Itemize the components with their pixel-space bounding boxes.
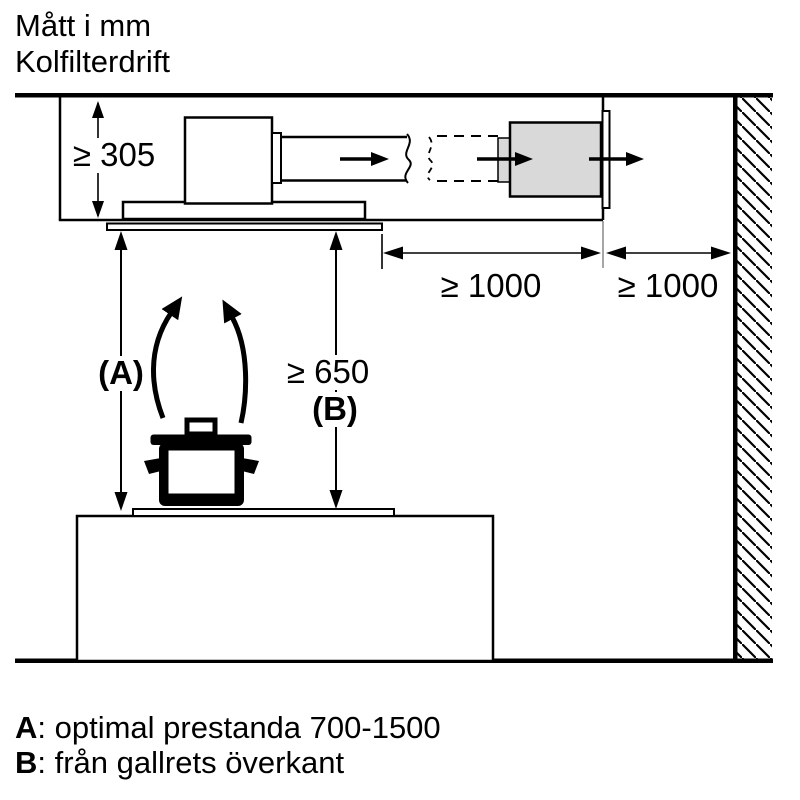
pot-handle-right (242, 458, 259, 474)
exhaust-duct-icon (281, 133, 499, 184)
pot-lid-knob (184, 417, 218, 437)
ceiling-hood-icon (106, 116, 383, 231)
wall-line (733, 93, 738, 663)
hood-motor-body (183, 116, 274, 205)
dim-1000-wall-label: ≥ 1000 (617, 267, 719, 304)
hatched-wall-icon (737, 97, 772, 659)
legend-line-a: A: optimal prestanda 700-1500 (15, 710, 441, 745)
legend-a-text: : optimal prestanda 700-1500 (37, 710, 441, 745)
hood-bottom-panel (106, 222, 383, 231)
page-title: Mått i mm Kolfilterdrift (15, 8, 170, 80)
kitchen-island (75, 508, 495, 663)
duct-connector (271, 132, 282, 184)
duct-dashed-break (426, 136, 434, 181)
legend-a-key: A (15, 710, 38, 745)
legend-b-text: : från gallrets överkant (37, 745, 345, 780)
duct-break-squiggle (404, 133, 412, 184)
ceiling-line (15, 93, 773, 98)
dim-b-label: (B) (309, 391, 361, 427)
pot-handle-left (144, 458, 161, 474)
legend-b-key: B (15, 745, 38, 780)
dim-1000-arrows (381, 234, 731, 269)
pot-lid (150, 434, 252, 445)
dim-1000-duct-label: ≥ 1000 (440, 267, 542, 304)
title-mode: Kolfilterdrift (15, 44, 171, 79)
pot-body-inner (168, 450, 235, 494)
counter-body (75, 514, 495, 663)
cooktop-surface (132, 508, 395, 517)
legend-line-b: B: från gallrets överkant (15, 745, 345, 780)
cooking-pot-icon (144, 417, 259, 506)
dim-a-label: (A) (95, 355, 147, 391)
airflow-arrows-icon (340, 152, 644, 166)
dim-305-label: ≥ 305 (69, 137, 159, 173)
dim-650-label: ≥ 650 (283, 354, 373, 390)
steam-arrows-icon (151, 296, 249, 424)
title-units: Mått i mm (15, 8, 152, 43)
